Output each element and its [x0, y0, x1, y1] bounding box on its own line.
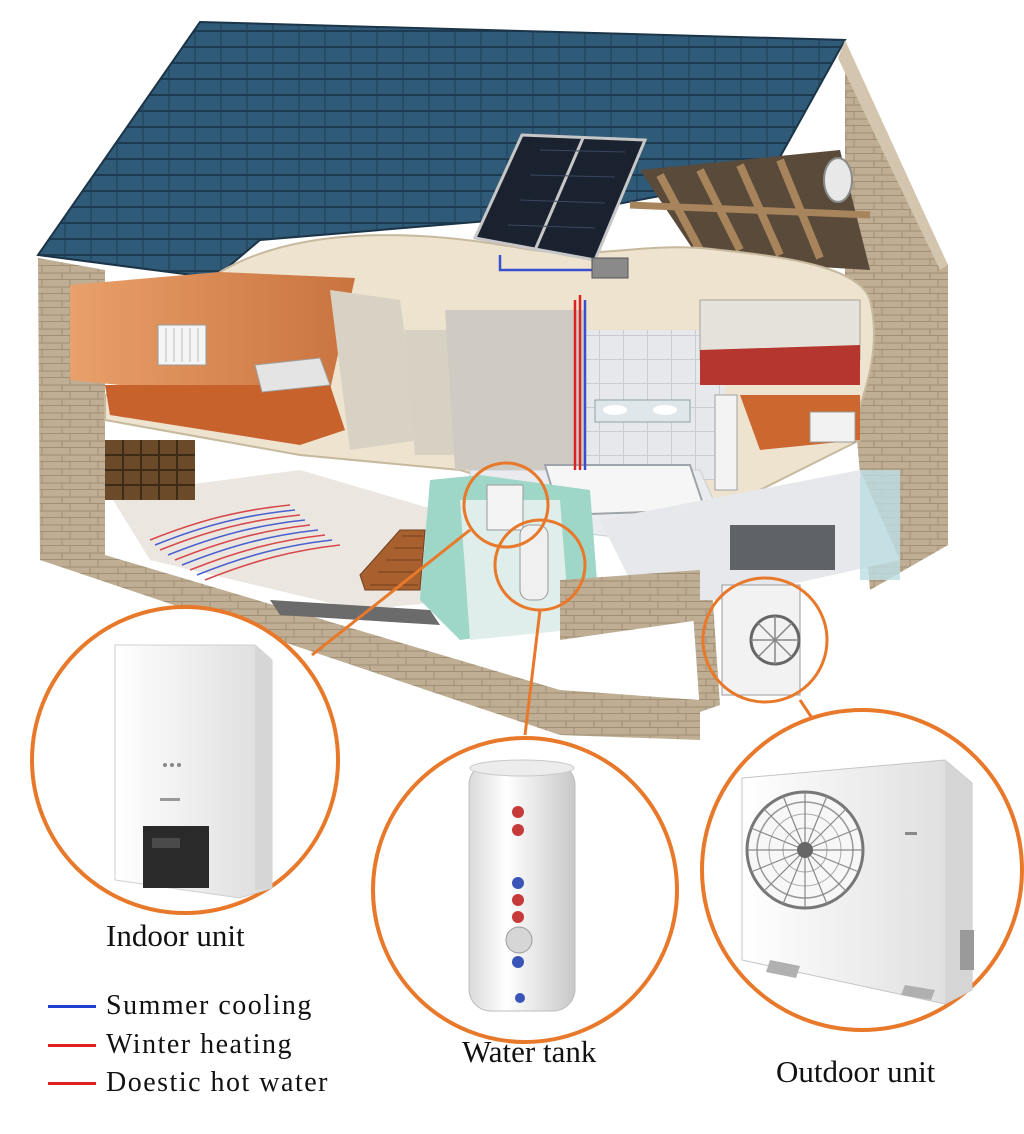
solar-pipes	[498, 255, 600, 470]
legend-item-domestic-hot-water: Doestic hot water	[48, 1067, 329, 1099]
legend-label: Doestic hot water	[106, 1067, 329, 1098]
legend-item-winter-heating: Winter heating	[48, 1029, 293, 1061]
bedroom-floor	[105, 385, 345, 445]
towel-radiator	[714, 394, 738, 491]
radiator-right	[809, 411, 856, 443]
water-tank-in-house	[519, 524, 549, 601]
legend-line-cooling	[48, 1004, 96, 1008]
gable-wall	[845, 55, 948, 590]
bed	[254, 357, 331, 393]
underfloor-heating	[149, 504, 341, 581]
water-tank-image	[468, 759, 576, 1012]
outdoor-unit-on-house	[721, 584, 801, 696]
indoor-unit-caption: Indoor unit	[106, 918, 245, 953]
indoor-unit-in-house	[486, 484, 524, 531]
outdoor-unit-caption: Outdoor unit	[776, 1054, 936, 1089]
house-callouts	[311, 461, 829, 736]
roof	[36, 20, 847, 280]
outdoor-unit-callout	[700, 708, 1024, 1032]
washbasin	[594, 399, 691, 423]
sofa	[730, 525, 835, 570]
solar-panel	[472, 133, 648, 279]
legend-item-summer-cooling: Summer cooling	[48, 990, 313, 1022]
indoor-unit-control-panel	[143, 826, 209, 888]
outdoor-unit-highlight	[701, 576, 829, 704]
legend-label: Summer cooling	[106, 990, 313, 1021]
indoor-unit-image	[114, 644, 273, 899]
radiator-upper	[157, 324, 207, 366]
wine-rack	[105, 440, 195, 500]
legend-label: Winter heating	[106, 1029, 294, 1060]
indoor-unit-highlight	[462, 461, 550, 549]
outdoor-unit-image	[741, 759, 974, 1005]
water-tank-caption: Water tank	[462, 1034, 597, 1069]
outdoor-unit-fan	[745, 790, 865, 910]
legend-line-hot-water	[48, 1081, 96, 1085]
glass-window	[860, 470, 900, 580]
legend-line-heating	[48, 1043, 96, 1047]
house-cutaway	[36, 20, 948, 740]
indoor-unit-callout	[30, 605, 340, 915]
attic-vent	[823, 157, 853, 203]
water-tank-callout	[371, 736, 679, 1044]
attic-beams	[629, 150, 871, 270]
bedroom-wall	[70, 272, 355, 390]
